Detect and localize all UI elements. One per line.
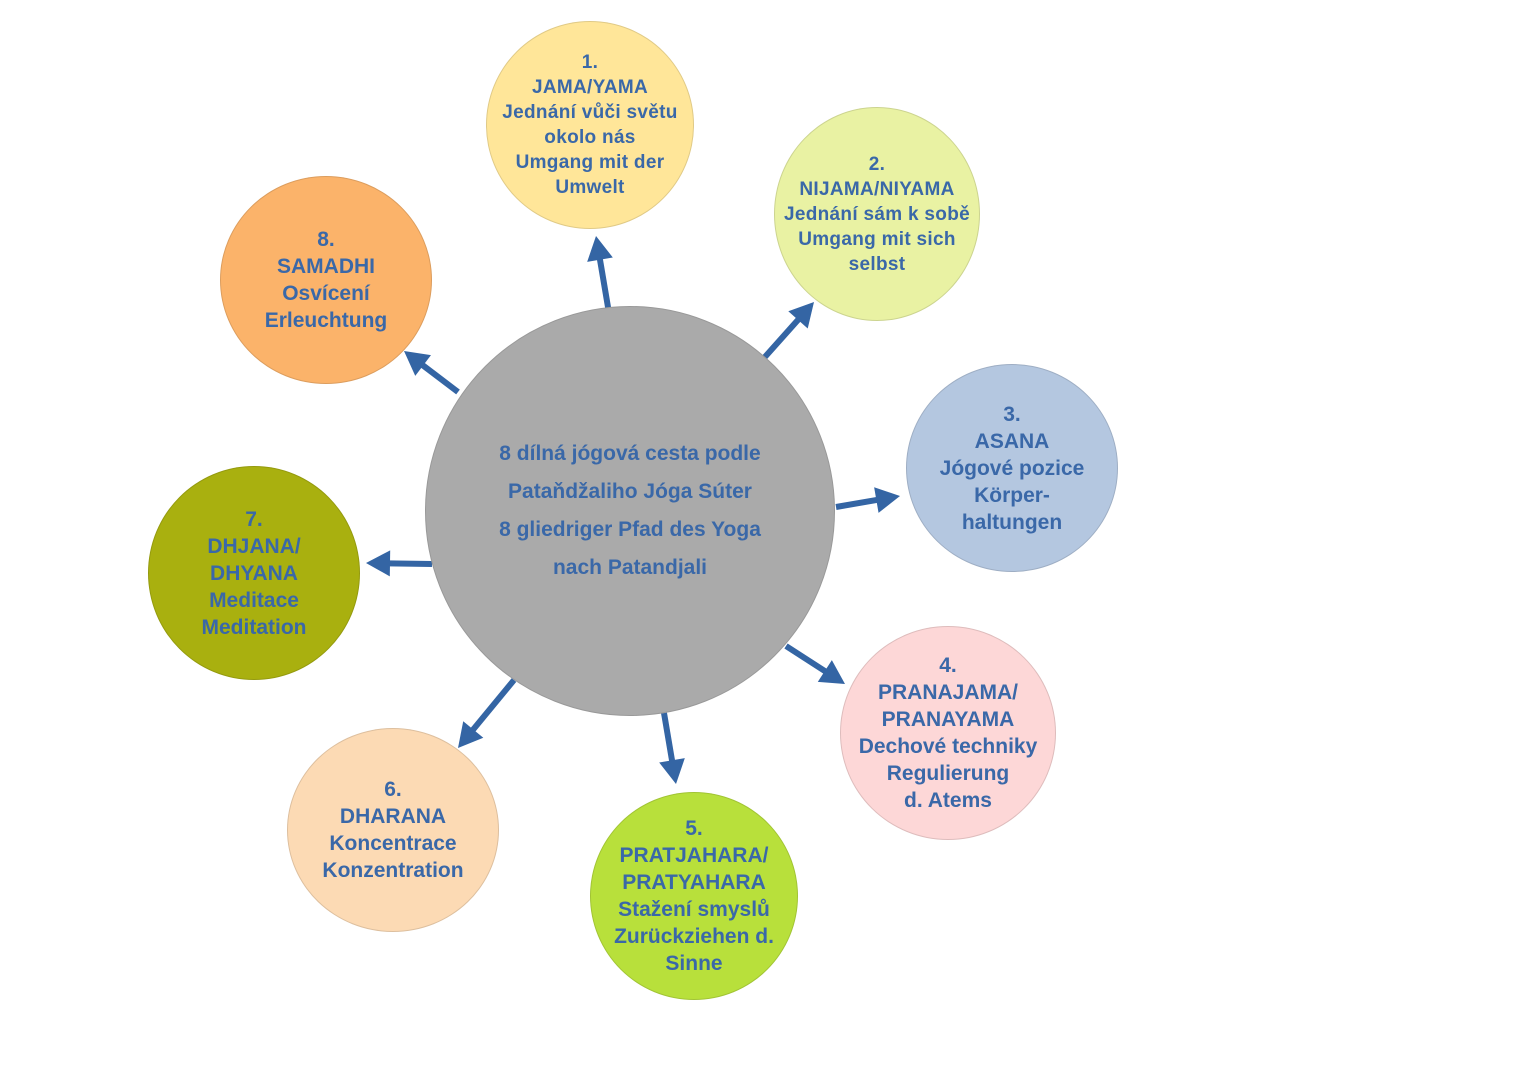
node-1-yama: 1. JAMA/YAMA Jednání vůči světu okolo ná… (486, 21, 694, 229)
arrow-head-4 (817, 660, 845, 684)
node-line: Konzentration (322, 859, 464, 882)
node-line: 4. (939, 654, 957, 677)
arrow-head-8 (404, 351, 431, 376)
node-line: Zurückziehen d. (614, 925, 774, 948)
node-line: selbst (848, 253, 906, 275)
node-line: okolo nás (544, 127, 636, 148)
node-line: NIJAMA/NIYAMA (799, 178, 955, 200)
arrow-head-6 (458, 721, 484, 748)
node-line: Sinne (665, 952, 723, 975)
node-line: Stažení smyslů (618, 898, 770, 921)
node-line: Meditation (201, 615, 307, 639)
arrow-head-1 (587, 236, 613, 262)
node-6-dharana: 6. DHARANA Koncentrace Konzentration (287, 728, 499, 932)
node-line: DHARANA (339, 805, 447, 828)
node-2-niyama: 2. NIJAMA/NIYAMA Jednání sám k sobě Umga… (774, 107, 980, 321)
node-line: Jednání vůči světu (502, 102, 678, 123)
center-circle: 8 dílná jógová cesta podle Pataňdžaliho … (425, 306, 835, 716)
arrow-shaft-7 (387, 560, 433, 567)
node-line: DHJANA/ (207, 534, 301, 558)
arrow-shaft-4 (784, 643, 829, 675)
node-3-asana: 3. ASANA Jógové pozice Körper- haltungen (906, 364, 1118, 572)
node-line: JAMA/YAMA (531, 77, 648, 98)
node-line: haltungen (961, 510, 1063, 534)
node-4-pranayama: 4. PRANAJAMA/ PRANAYAMA Dechové techniky… (840, 626, 1056, 840)
node-5-pratyahara: 5. PRATJAHARA/ PRATYAHARA Stažení smyslů… (590, 792, 798, 1000)
node-8-samadhi: 8. SAMADHI Osvícení Erleuchtung (220, 176, 432, 384)
node-line: Umgang mit der (515, 152, 665, 173)
node-line: Umwelt (555, 177, 625, 198)
node-line: 2. (868, 153, 886, 175)
node-line: Osvícení (282, 282, 370, 305)
node-line: PRATYAHARA (622, 871, 766, 894)
arrow-head-7 (366, 550, 391, 577)
node-line: DHYANA (210, 561, 298, 585)
node-line: PRANAJAMA/ (877, 681, 1018, 704)
arrow-shaft-8 (419, 361, 460, 395)
center-title-de: 8 gliedriger Pfad des Yoga nach Patandja… (499, 511, 761, 587)
node-line: Körper- (974, 483, 1050, 507)
node-line: Umgang mit sich (798, 228, 956, 250)
node-line: 5. (685, 817, 703, 840)
center-line: 8 dílná jógová cesta podle (499, 442, 761, 465)
node-line: Regulierung (886, 762, 1010, 785)
arrow-shaft-5 (661, 712, 676, 763)
arrow-head-3 (874, 487, 900, 513)
arrow-shaft-1 (596, 257, 612, 314)
node-line: PRATJAHARA/ (619, 844, 769, 867)
node-line: Jednání sám k sobě (784, 203, 970, 225)
arrow-head-5 (659, 758, 685, 784)
node-line: Erleuchtung (264, 309, 388, 332)
center-line: Pataňdžaliho Jóga Súter (508, 480, 752, 503)
node-line: ASANA (974, 429, 1050, 453)
center-title-cs: 8 dílná jógová cesta podle Pataňdžaliho … (499, 435, 760, 511)
arrow-shaft-6 (469, 678, 517, 733)
node-line: Dechové techniky (858, 735, 1038, 758)
node-line: Jógové pozice (939, 456, 1085, 480)
node-7-dhyana: 7. DHJANA/ DHYANA Meditace Meditation (148, 466, 360, 680)
node-line: Meditace (209, 588, 299, 612)
node-line: Koncentrace (329, 832, 457, 855)
node-line: PRANAYAMA (881, 708, 1015, 731)
node-line: 8. (317, 228, 335, 251)
node-line: 6. (384, 778, 402, 801)
node-line: 7. (245, 507, 263, 531)
arrow-shaft-2 (761, 316, 802, 360)
node-line: 1. (581, 52, 599, 73)
center-line: 8 gliedriger Pfad des Yoga (499, 518, 761, 541)
node-line: 3. (1003, 402, 1021, 426)
node-line: d. Atems (904, 789, 992, 812)
center-line: nach Patandjali (552, 556, 708, 579)
arrow-shaft-3 (835, 496, 879, 510)
node-line: SAMADHI (277, 255, 375, 278)
arrow-head-2 (788, 302, 814, 329)
